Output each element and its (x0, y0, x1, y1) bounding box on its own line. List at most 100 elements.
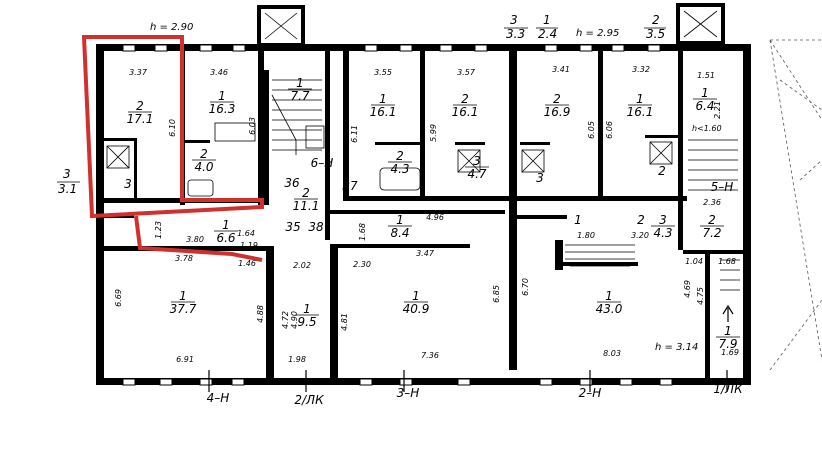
room-number: 1 (296, 76, 304, 90)
dimension-label: 6.06 (605, 121, 614, 139)
height-mid: h = 2.95 (576, 28, 619, 39)
dimension-label: 3.57 (457, 68, 476, 77)
room-number: 2 (461, 92, 469, 106)
dimension-label: 3.47 (416, 249, 435, 258)
height-stair-small: h<1.60 (692, 124, 722, 133)
room-area: 6.6 (216, 231, 235, 245)
dimension-label: 1.68 (358, 223, 367, 241)
dimension-label: 7.36 (421, 351, 439, 360)
room-number: 2 (396, 149, 404, 163)
labels: h = 2.90 h = 2.95 h = 3.14 h<1.60 3 3.3 … (57, 13, 722, 353)
dimension-label: 1.68 (718, 257, 736, 266)
room-number: 2 (637, 213, 645, 227)
dimension-label: 1.69 (721, 348, 739, 357)
dimension-label: 4.81 (340, 313, 349, 331)
room-number: 1 (303, 302, 311, 316)
room-number: 2 (658, 164, 666, 178)
room-number: 3 (124, 177, 132, 191)
room-area: 7.2 (702, 226, 721, 240)
dimension-label: 4.72 (281, 311, 290, 329)
entrance-label: 3–Н (397, 386, 420, 400)
room-area: 8.4 (390, 226, 409, 240)
dashed-outline (769, 39, 822, 371)
dimension-label: 3.78 (175, 254, 193, 263)
dimension-label: 3.32 (632, 65, 650, 74)
room-number: 1 (574, 213, 582, 227)
room-area: 16.1 (627, 105, 654, 119)
fraction-1-num: 3 (510, 13, 518, 27)
dimension-label: 2.36 (703, 198, 721, 207)
dimension-label: 3.46 (210, 68, 228, 77)
dimension-label: 1.64 (237, 229, 255, 238)
entrance-label: 1/ЛК (713, 382, 743, 396)
sanitary-fixtures (106, 122, 673, 197)
highlight-corridor (134, 215, 263, 262)
dimension-label: 5.99 (429, 124, 438, 142)
highlight-outline (81, 35, 264, 219)
dimension-label: 3.55 (374, 68, 392, 77)
interior-walls (104, 50, 743, 381)
room-area: 4.7 (467, 167, 486, 181)
room-number: 3 (659, 213, 667, 227)
fraction-2-num: 1 (543, 13, 551, 27)
dimension-label: 4.88 (256, 305, 265, 323)
side-fraction-den: 3.1 (58, 182, 77, 196)
dimension-label: 1.98 (288, 355, 306, 364)
windows-top (122, 44, 673, 386)
dimension-label: 6.05 (587, 121, 596, 139)
dimension-label: 1.46 (238, 259, 256, 268)
fraction-1-den: 3.3 (506, 27, 525, 41)
stairs (271, 79, 740, 291)
corridor-marker: 36 (284, 176, 300, 190)
fraction-3-den: 3.5 (646, 27, 665, 41)
dimension-label: 3.37 (129, 68, 148, 77)
room-number: 1 (701, 86, 709, 100)
room-number: 1 (724, 324, 732, 338)
entrance-label: 2–Н (579, 386, 602, 400)
room-number: 2 (136, 99, 144, 113)
height-right: h = 3.14 (655, 342, 698, 353)
dimension-label: 1.19 (240, 241, 258, 250)
room-area: 17.1 (127, 112, 154, 126)
dimension-label: 2.30 (353, 260, 371, 269)
dimension-label: 1.04 (685, 257, 703, 266)
entrance-label: 6–Н (311, 156, 334, 170)
room-area: 16.3 (209, 102, 236, 116)
room-number: 1 (222, 218, 230, 232)
room-area: 11.1 (293, 199, 320, 213)
dimension-label: 6.91 (176, 355, 194, 364)
room-area: 4.0 (194, 160, 213, 174)
entrance-label: 4–Н (207, 391, 230, 405)
dimension-label: 1.80 (577, 231, 595, 240)
dimension-label: 4.90 (290, 311, 299, 329)
dimension-label: 8.03 (603, 349, 621, 358)
room-number: 1 (379, 92, 387, 106)
room-number: 2 (302, 186, 310, 200)
room-area: 40.9 (403, 302, 430, 316)
dimension-label: 6.85 (492, 285, 501, 303)
room-area: 7.7 (290, 89, 309, 103)
room-area: 37.7 (170, 302, 197, 316)
room-area: 16.1 (370, 105, 397, 119)
entrance-arrows (208, 304, 734, 392)
dimension-label: 4.75 (696, 287, 705, 305)
dimension-label: 2.21 (713, 101, 722, 119)
dimension-label: 2.02 (293, 261, 311, 270)
dimension-label: 6.11 (350, 125, 359, 143)
dimension-label: 6.10 (168, 119, 177, 137)
room-number: 1 (605, 289, 613, 303)
side-fraction-num: 3 (63, 167, 71, 181)
dimension-label: 1.23 (154, 221, 163, 239)
room-area: 16.1 (452, 105, 479, 119)
fraction-2-den: 2.4 (538, 27, 557, 41)
room-number: 1 (396, 213, 404, 227)
corridor-marker: 38 (308, 220, 324, 234)
room-number: 3 (536, 171, 544, 185)
dimension-label: 6.03 (248, 117, 257, 135)
corridor-marker: 37 (342, 179, 358, 193)
room-number: 1 (218, 89, 226, 103)
